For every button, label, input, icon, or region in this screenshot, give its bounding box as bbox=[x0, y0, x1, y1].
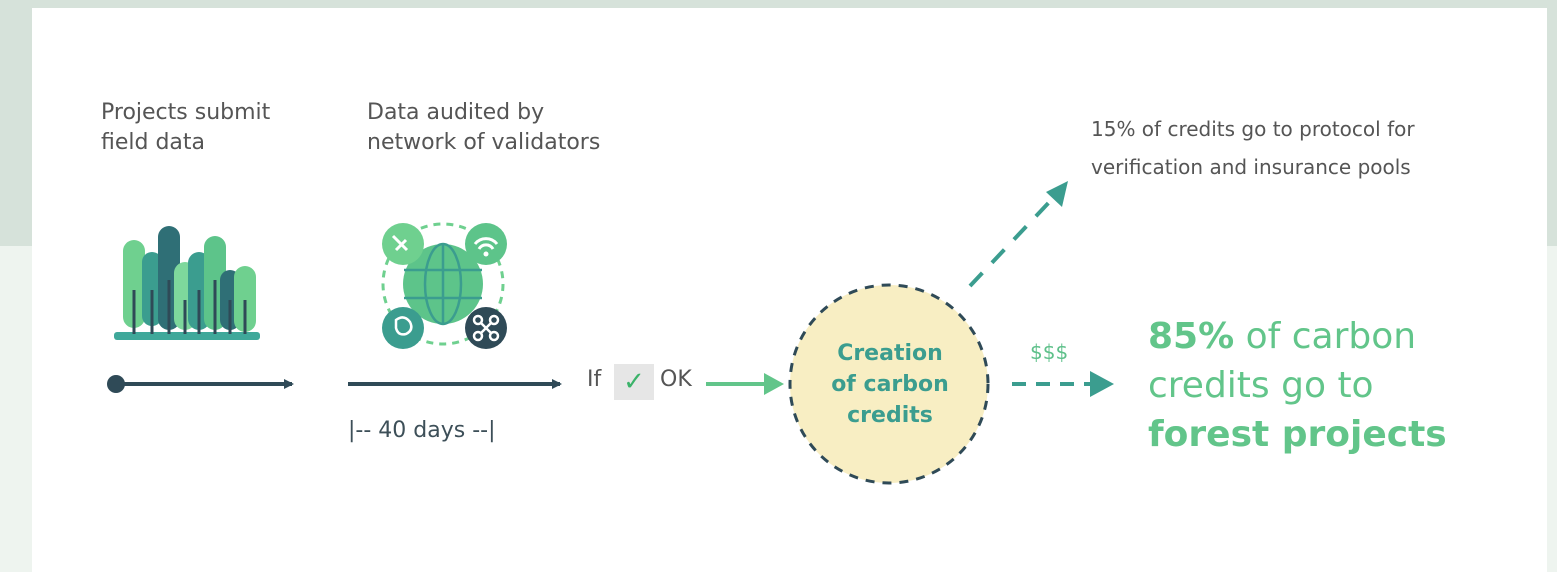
step-submit-line1: Projects submit bbox=[101, 100, 271, 125]
creation-line3: credits bbox=[847, 403, 933, 428]
forest-line3: forest projects bbox=[1148, 410, 1447, 459]
step-submit-line2: field data bbox=[101, 130, 206, 155]
forest-line1: 85% of carbon bbox=[1148, 312, 1447, 361]
forest-line3-bold: forest projects bbox=[1148, 414, 1447, 455]
ok-label: OK bbox=[660, 367, 692, 392]
forest-rest1: of carbon bbox=[1234, 316, 1417, 357]
forest-percent: 85% bbox=[1148, 316, 1235, 357]
creation-line1: Creation bbox=[837, 341, 943, 366]
step-audit-label: Data audited by network of validators bbox=[367, 98, 600, 158]
step-submit-label: Projects submit field data bbox=[101, 98, 270, 158]
payment-label: $$$ bbox=[1030, 340, 1069, 364]
wifi-icon bbox=[465, 223, 507, 265]
timeline-arrow-1 bbox=[107, 375, 294, 393]
check-icon: ✓ bbox=[614, 364, 654, 400]
brain-icon bbox=[382, 307, 424, 349]
ok-arrow bbox=[706, 373, 784, 395]
forest-icon bbox=[114, 226, 260, 340]
step-audit-line2: network of validators bbox=[367, 130, 601, 155]
forest-line2: credits go to bbox=[1148, 365, 1374, 406]
creation-line2: of carbon bbox=[831, 372, 949, 397]
protocol-arrow bbox=[968, 181, 1068, 288]
protocol-line2: verification and insurance pools bbox=[1091, 155, 1411, 179]
payment-arrow bbox=[1012, 371, 1114, 397]
protocol-line1: 15% of credits go to protocol for bbox=[1091, 117, 1415, 141]
protocol-label: 15% of credits go to protocol for verifi… bbox=[1091, 110, 1415, 186]
satellite-icon bbox=[382, 223, 424, 265]
drone-icon bbox=[465, 307, 507, 349]
creation-circle bbox=[788, 283, 990, 485]
diagram-card bbox=[32, 8, 1547, 572]
globe-icon bbox=[381, 222, 505, 346]
creation-label: Creation of carbon credits bbox=[800, 338, 980, 431]
step-audit-line1: Data audited by bbox=[367, 100, 545, 125]
if-label: If bbox=[587, 367, 602, 392]
forest-share-label: 85% of carbon credits go to forest proje… bbox=[1148, 312, 1447, 459]
duration-label: |-- 40 days --| bbox=[348, 418, 496, 443]
